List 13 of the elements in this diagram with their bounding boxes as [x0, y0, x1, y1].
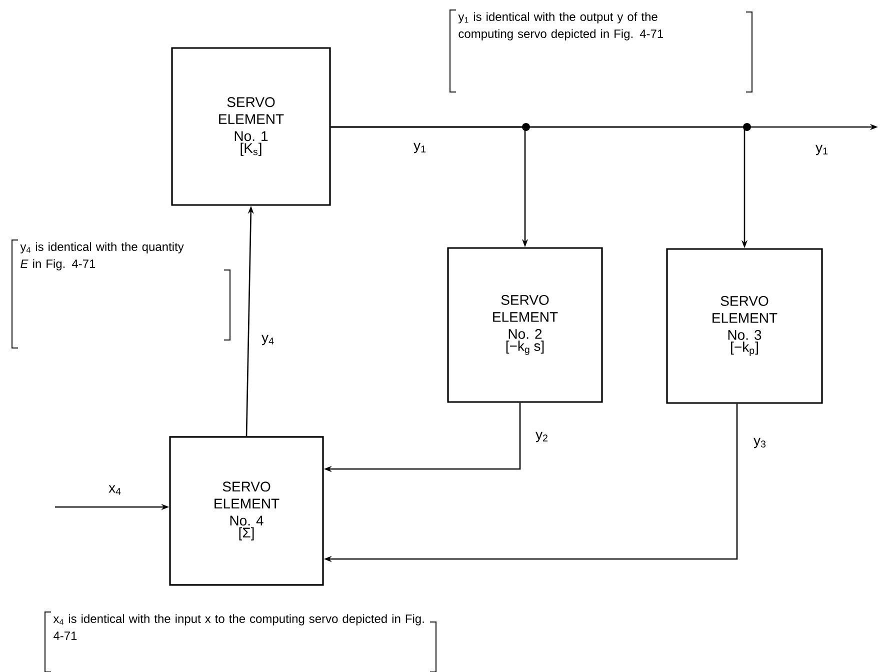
- edge-label: y$_{3}$: [752, 436, 768, 450]
- note-text: y$_{1}$ is identical with the output y of the computing servo depicted in Fig. 4-71: [458, 12, 664, 40]
- edge-label: x$_{4}$: [108, 484, 122, 496]
- servo-element-box: SERVO ELEMENT No. 3 [−k$_{p}$]: [666, 248, 823, 404]
- servo-element-box: SERVO ELEMENT No. 4 [Σ]: [169, 436, 324, 586]
- edge-label: y$_{2}$: [534, 430, 550, 444]
- edge-label: y$_{4}$: [260, 334, 276, 346]
- signal-label: y$_{1}$: [816, 144, 828, 156]
- servo-element-box: SERVO ELEMENT No. 2 [−k$_{g}$ s]: [447, 247, 603, 403]
- note-text: y$_{4}$ is identical with the quantity E in Fig. 4-71: [20, 242, 184, 270]
- edge-label: y$_{1}$: [412, 142, 428, 154]
- note-text: x$_{4}$ is identical with the input x to the computing servo depicted in Fig. 4-71: [53, 614, 424, 640]
- servo-element-box: SERVO ELEMENT No. 1 [K$_{s}$]: [171, 47, 331, 206]
